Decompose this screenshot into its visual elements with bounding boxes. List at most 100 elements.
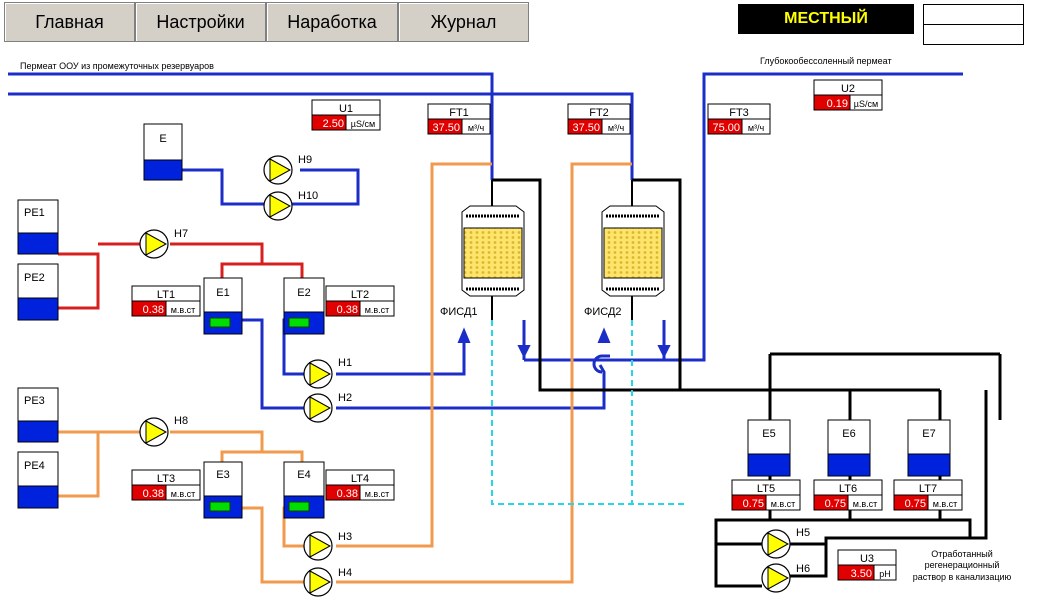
tank-e2[interactable]: E2 [283, 277, 325, 335]
pump-label: H8 [174, 415, 188, 427]
tank-e7[interactable]: E7 [907, 419, 951, 477]
pump-label: H6 [796, 563, 810, 575]
sensor-ft1[interactable]: FT1 37.50 м³/ч [427, 103, 491, 135]
svg-text:PE3: PE3 [24, 395, 45, 407]
waste-caption-line3: раствор в канализацию [913, 572, 1012, 582]
sensor-lt4[interactable]: LT4 0.38 м.в.ст [325, 469, 395, 501]
tank-e5[interactable]: E5 [747, 419, 791, 477]
sensor-name: FT2 [589, 107, 609, 119]
acid-pipes [58, 242, 304, 310]
pipe-crossover [592, 354, 610, 374]
nav-runtime-button[interactable]: Наработка [266, 2, 398, 42]
permeate-inlet-pipe-1 [8, 72, 494, 180]
sensor-unit: м.в.ст [171, 489, 196, 499]
sensor-name: LT6 [839, 483, 857, 495]
pump-label: H1 [338, 357, 352, 369]
sensor-value: 0.75 [743, 498, 764, 510]
waste-caption-line1: Отработанный [931, 549, 993, 559]
sensor-value: 37.50 [432, 122, 460, 134]
sensor-unit: pH [879, 569, 891, 579]
e1-indicator [209, 317, 231, 328]
tank-e6[interactable]: E6 [827, 419, 871, 477]
sensor-value: 0.38 [337, 304, 358, 316]
svg-text:PE2: PE2 [24, 272, 45, 284]
tank-pe4[interactable]: PE4 [17, 451, 59, 509]
tank-pe3[interactable]: PE3 [17, 387, 59, 443]
permeate-outlet-caption: Глубокообессоленный пермеат [760, 56, 892, 66]
pump-h2[interactable]: H2 [303, 392, 352, 423]
sensor-name: FT1 [449, 107, 469, 119]
pump-h7[interactable]: H7 [139, 228, 188, 259]
sensor-unit: м.в.ст [853, 499, 878, 509]
sensor-value: 2.50 [323, 118, 344, 130]
filter-fisd1-label: ФИСД1 [440, 306, 478, 318]
svg-text:E4: E4 [297, 469, 310, 481]
h1-discharge-pipe [336, 336, 466, 376]
permeate-outlet-pipe [524, 72, 963, 362]
tank-pe2[interactable]: PE2 [17, 263, 59, 321]
filter-fisd2-label: ФИСД2 [584, 306, 622, 318]
pump-h3[interactable]: H3 [303, 531, 352, 561]
sensor-name: LT7 [919, 483, 937, 495]
svg-text:E3: E3 [216, 469, 229, 481]
svg-text:PE4: PE4 [24, 460, 45, 472]
sensor-unit: µS/см [351, 119, 375, 129]
sensor-name: U3 [860, 553, 874, 565]
sensor-unit: м.в.ст [933, 499, 958, 509]
tank-e[interactable]: E [143, 123, 183, 181]
pump-label: H9 [298, 154, 312, 166]
sensor-value: 0.38 [143, 304, 164, 316]
pump-h1[interactable]: H1 [303, 357, 352, 389]
top-toolbar: Главная Настройки Наработка Журнал МЕСТН… [0, 0, 1039, 46]
waste-caption-line2: регенерационный [925, 560, 1000, 570]
pump-h6[interactable]: H6 [761, 563, 810, 593]
pump-h8[interactable]: H8 [139, 415, 188, 447]
nav-main-button[interactable]: Главная [4, 2, 135, 42]
mode-indicator: МЕСТНЫЙ [738, 4, 914, 34]
permeate-inlet-pipe-2 [8, 92, 634, 180]
e4-indicator [288, 501, 310, 512]
pump-h4[interactable]: H4 [303, 567, 352, 597]
sensor-unit: м³/ч [748, 123, 765, 133]
air-pipes [491, 320, 686, 505]
tank-e1[interactable]: E1 [203, 277, 243, 335]
tank-e3[interactable]: E3 [203, 461, 243, 519]
sensor-name: LT3 [157, 473, 175, 485]
filter-fisd2[interactable]: ФИСД2 [584, 180, 665, 320]
pump-label: H4 [338, 567, 352, 579]
nav-log-button[interactable]: Журнал [398, 2, 529, 42]
pump-label: H7 [174, 228, 188, 240]
e2-indicator [288, 317, 310, 328]
tank-pe1[interactable]: PE1 [17, 199, 59, 255]
sensor-name: LT4 [351, 473, 369, 485]
filter-fisd1[interactable]: ФИСД1 [440, 180, 525, 320]
sensor-value: 0.38 [337, 488, 358, 500]
pump-h5[interactable]: H5 [761, 527, 810, 559]
sensor-unit: м.в.ст [771, 499, 796, 509]
nav-settings-button[interactable]: Настройки [135, 2, 266, 42]
tank-e4[interactable]: E4 [283, 461, 325, 519]
pump-h10[interactable]: H10 [263, 190, 318, 221]
sensor-value: 0.38 [143, 488, 164, 500]
sensor-unit: м³/ч [468, 123, 485, 133]
waste-pipes [492, 178, 1002, 588]
pump-h9[interactable]: H9 [263, 154, 312, 185]
sensor-lt3[interactable]: LT3 0.38 м.в.ст [131, 469, 201, 501]
pump-label: H3 [338, 531, 352, 543]
svg-text:E5: E5 [762, 428, 775, 440]
e1-suction-pipe [232, 318, 304, 410]
sensor-unit: м.в.ст [365, 489, 390, 499]
